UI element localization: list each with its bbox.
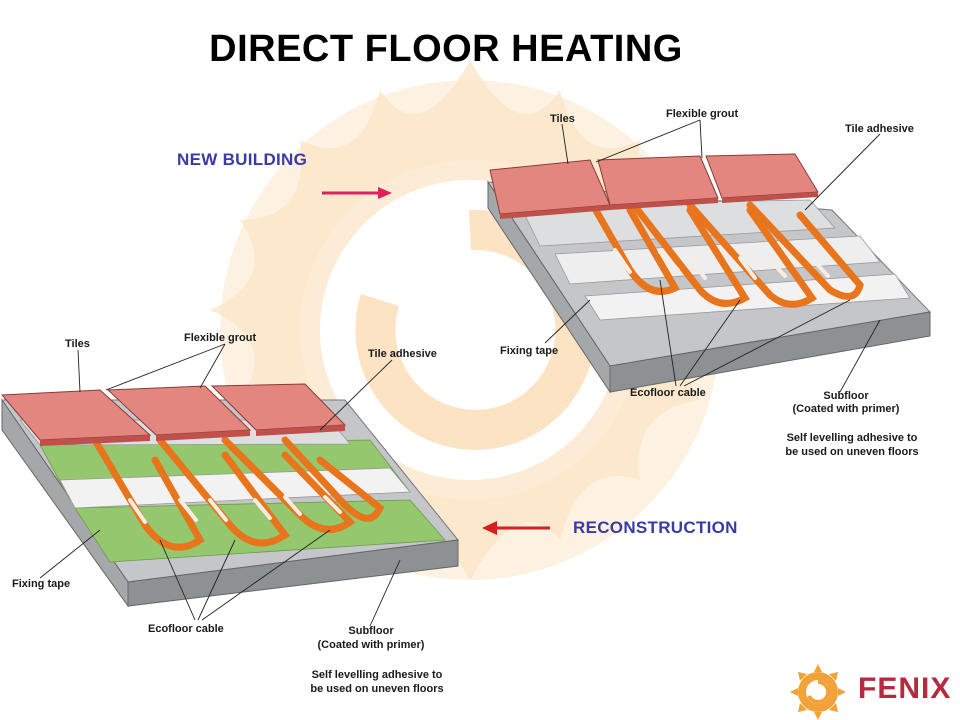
label-fixing-tape: Fixing tape (500, 345, 558, 357)
tiles-row (489, 153, 819, 219)
reconstruction-diagram (0, 343, 459, 627)
arrow-right-icon (322, 187, 392, 199)
label-tiles: Tiles (65, 338, 90, 350)
label-self-levelling: Self levelling adhesive to (312, 669, 443, 681)
tiles-row (0, 383, 347, 446)
reconstruction-label: RECONSTRUCTION (573, 518, 738, 537)
label-subfloor: Subfloor (348, 625, 394, 637)
label-ecofloor-cable: Ecofloor cable (148, 623, 224, 635)
label-subfloor-note: (Coated with primer) (793, 403, 900, 415)
label-self-levelling: Self levelling adhesive to (787, 432, 918, 444)
fenix-logo-text: FENIX (858, 672, 952, 705)
label-self-levelling-note: be used on uneven floors (785, 446, 918, 458)
arrow-left-icon (482, 521, 550, 535)
label-self-levelling-note: be used on uneven floors (310, 683, 443, 695)
new-building-diagram (487, 119, 932, 394)
label-flexible-grout: Flexible grout (666, 108, 738, 120)
label-fixing-tape: Fixing tape (12, 578, 70, 590)
label-tiles: Tiles (550, 113, 575, 125)
subfloor-front (487, 180, 611, 394)
label-ecofloor-cable: Ecofloor cable (630, 387, 706, 399)
ecofloor-cable (586, 196, 864, 308)
page-title: DIRECT FLOOR HEATING (209, 28, 683, 70)
label-subfloor: Subfloor (823, 390, 869, 402)
label-tile-adhesive: Tile adhesive (368, 348, 437, 360)
label-subfloor-note: (Coated with primer) (318, 639, 425, 651)
label-flexible-grout: Flexible grout (184, 332, 256, 344)
new-building-label: NEW BUILDING (177, 150, 308, 169)
fenix-sun-logo-icon (790, 664, 846, 720)
label-tile-adhesive: Tile adhesive (845, 123, 914, 135)
